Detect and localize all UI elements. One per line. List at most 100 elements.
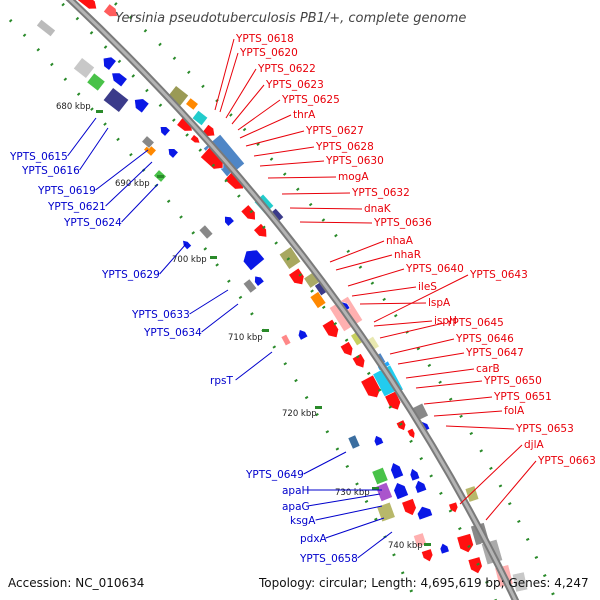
scale-tick	[96, 110, 103, 113]
reverse-gene	[134, 98, 150, 114]
forward-label-line	[405, 368, 475, 379]
reverse-gene	[111, 72, 128, 88]
forward-gene-label: YPTS_0643	[469, 269, 528, 281]
forward-label-line	[289, 207, 363, 210]
forward-gene	[351, 353, 366, 369]
forward-gene-label: folA	[504, 405, 525, 417]
reverse-label-line	[67, 117, 97, 157]
scale-label: 680 kbp	[56, 102, 91, 112]
scale-tick	[210, 256, 217, 259]
scale-label: 710 kbp	[228, 333, 263, 343]
forward-label-line	[433, 410, 503, 417]
reverse-label-line	[307, 493, 381, 507]
forward-gene-label: YPTS_0636	[373, 217, 432, 229]
scale-tick	[157, 175, 164, 178]
forward-gene	[240, 204, 256, 221]
reverse-gene	[102, 56, 117, 71]
forward-gene-label: dnaK	[364, 203, 392, 215]
forward-gene-label: nhaA	[386, 235, 414, 247]
reverse-gene-label: YPTS_0621	[47, 201, 106, 213]
forward-label-line	[335, 254, 393, 271]
forward-gene-label: mogA	[338, 171, 369, 183]
reverse-gene-label: YPTS_0658	[299, 553, 358, 565]
gene-feature	[371, 466, 389, 486]
forward-gene	[102, 3, 118, 17]
forward-gene-label: thrA	[293, 109, 316, 121]
forward-gene-label: YPTS_0625	[281, 94, 340, 106]
forward-gene-label: djlA	[524, 439, 544, 451]
forward-label-line	[214, 38, 235, 111]
forward-label-line	[259, 160, 325, 167]
gene-feature	[280, 333, 292, 347]
forward-gene	[360, 374, 381, 399]
forward-label-line	[423, 396, 493, 405]
forward-label-line	[299, 221, 373, 224]
forward-label-line	[373, 274, 469, 323]
scale-label: 730 kbp	[335, 488, 370, 498]
scale-label: 720 kbp	[282, 409, 317, 419]
gene-feature	[143, 143, 157, 157]
forward-label-line	[445, 425, 515, 430]
gene-feature	[511, 571, 529, 593]
forward-gene-label: YPTS_0653	[515, 423, 574, 435]
reverse-gene	[373, 435, 385, 447]
reverse-label-line	[79, 127, 109, 171]
forward-gene	[189, 134, 201, 144]
scale-label: 690 kbp	[115, 179, 150, 189]
forward-label-line	[351, 286, 417, 297]
reverse-gene-label: YPTS_0615	[9, 151, 68, 163]
reverse-gene	[416, 506, 434, 521]
forward-gene-label: YPTS_0628	[315, 141, 374, 153]
forward-label-line	[415, 380, 483, 389]
reverse-gene	[393, 482, 409, 501]
reverse-gene	[167, 148, 179, 159]
forward-gene	[406, 427, 416, 439]
reverse-gene	[182, 239, 192, 251]
forward-label-line	[239, 114, 292, 139]
reverse-gene	[254, 275, 265, 287]
forward-gene-label: ispH	[434, 315, 457, 327]
accession-text: Accession: NC_010634	[8, 576, 144, 590]
forward-gene-label: lspA	[428, 297, 451, 309]
reverse-label-line	[357, 531, 393, 559]
labels-layer: YPTS_0618YPTS_0620YPTS_0622YPTS_0623YPTS…	[9, 33, 596, 565]
reverse-gene	[390, 462, 405, 480]
gene-feature	[86, 72, 106, 92]
reverse-label-line	[315, 505, 383, 521]
forward-gene	[288, 267, 305, 285]
forward-gene	[384, 390, 402, 411]
gene-feature	[376, 501, 396, 523]
reverse-gene-label: apaG	[282, 501, 310, 513]
scale-tick	[424, 543, 431, 546]
gene-feature	[375, 481, 393, 503]
label-lines-layer	[67, 38, 537, 559]
forward-gene	[401, 498, 417, 516]
forward-label-line	[267, 176, 337, 179]
gene-feature	[185, 97, 199, 111]
forward-gene-label: YPTS_0627	[305, 125, 364, 137]
forward-label-line	[459, 444, 523, 505]
forward-label-line	[225, 68, 257, 119]
gene-feature	[309, 290, 327, 310]
gene-feature	[72, 57, 96, 79]
reverse-gene	[439, 542, 450, 555]
reverse-gene	[242, 249, 266, 272]
backbone-layer	[65, 0, 520, 600]
reverse-gene	[414, 479, 428, 494]
reverse-gene-label: YPTS_0619	[37, 185, 96, 197]
forward-gene-label: ileS	[418, 281, 437, 293]
forward-label-line	[237, 99, 281, 131]
forward-gene	[456, 533, 474, 554]
reverse-label-line	[235, 351, 273, 381]
forward-label-line	[347, 268, 405, 287]
reverse-label-line	[201, 303, 239, 333]
reverse-label-line	[189, 289, 229, 315]
gene-feature	[102, 87, 130, 113]
gene-feature	[191, 109, 209, 127]
reverse-label-line	[105, 161, 153, 207]
forward-gene	[339, 341, 354, 357]
forward-gene	[421, 548, 434, 563]
